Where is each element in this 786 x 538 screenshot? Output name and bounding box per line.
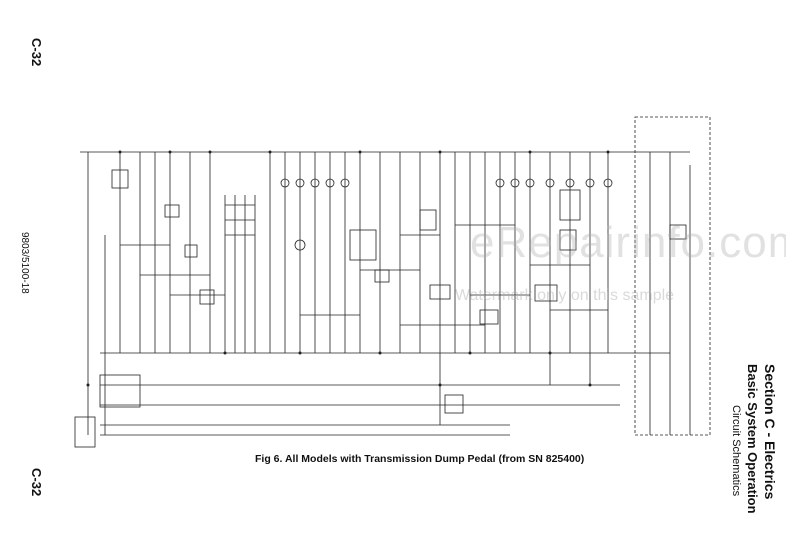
section-title: Section C - Electrics — [762, 364, 778, 500]
page-number-top: C-32 — [29, 38, 44, 67]
page-number-bottom: C-32 — [29, 468, 44, 497]
section-subtitle: Basic System Operation — [745, 364, 760, 514]
watermark: eRepairinfo.com — [470, 218, 786, 267]
figure-caption: Fig 6. All Models with Transmission Dump… — [255, 453, 585, 465]
circuit-schematic — [74, 116, 711, 448]
section-topic: Circuit Schematics — [730, 405, 742, 497]
watermark-subtext: Watermark only on this sample — [455, 287, 675, 304]
document-code: 9803/5100-18 — [19, 232, 30, 294]
